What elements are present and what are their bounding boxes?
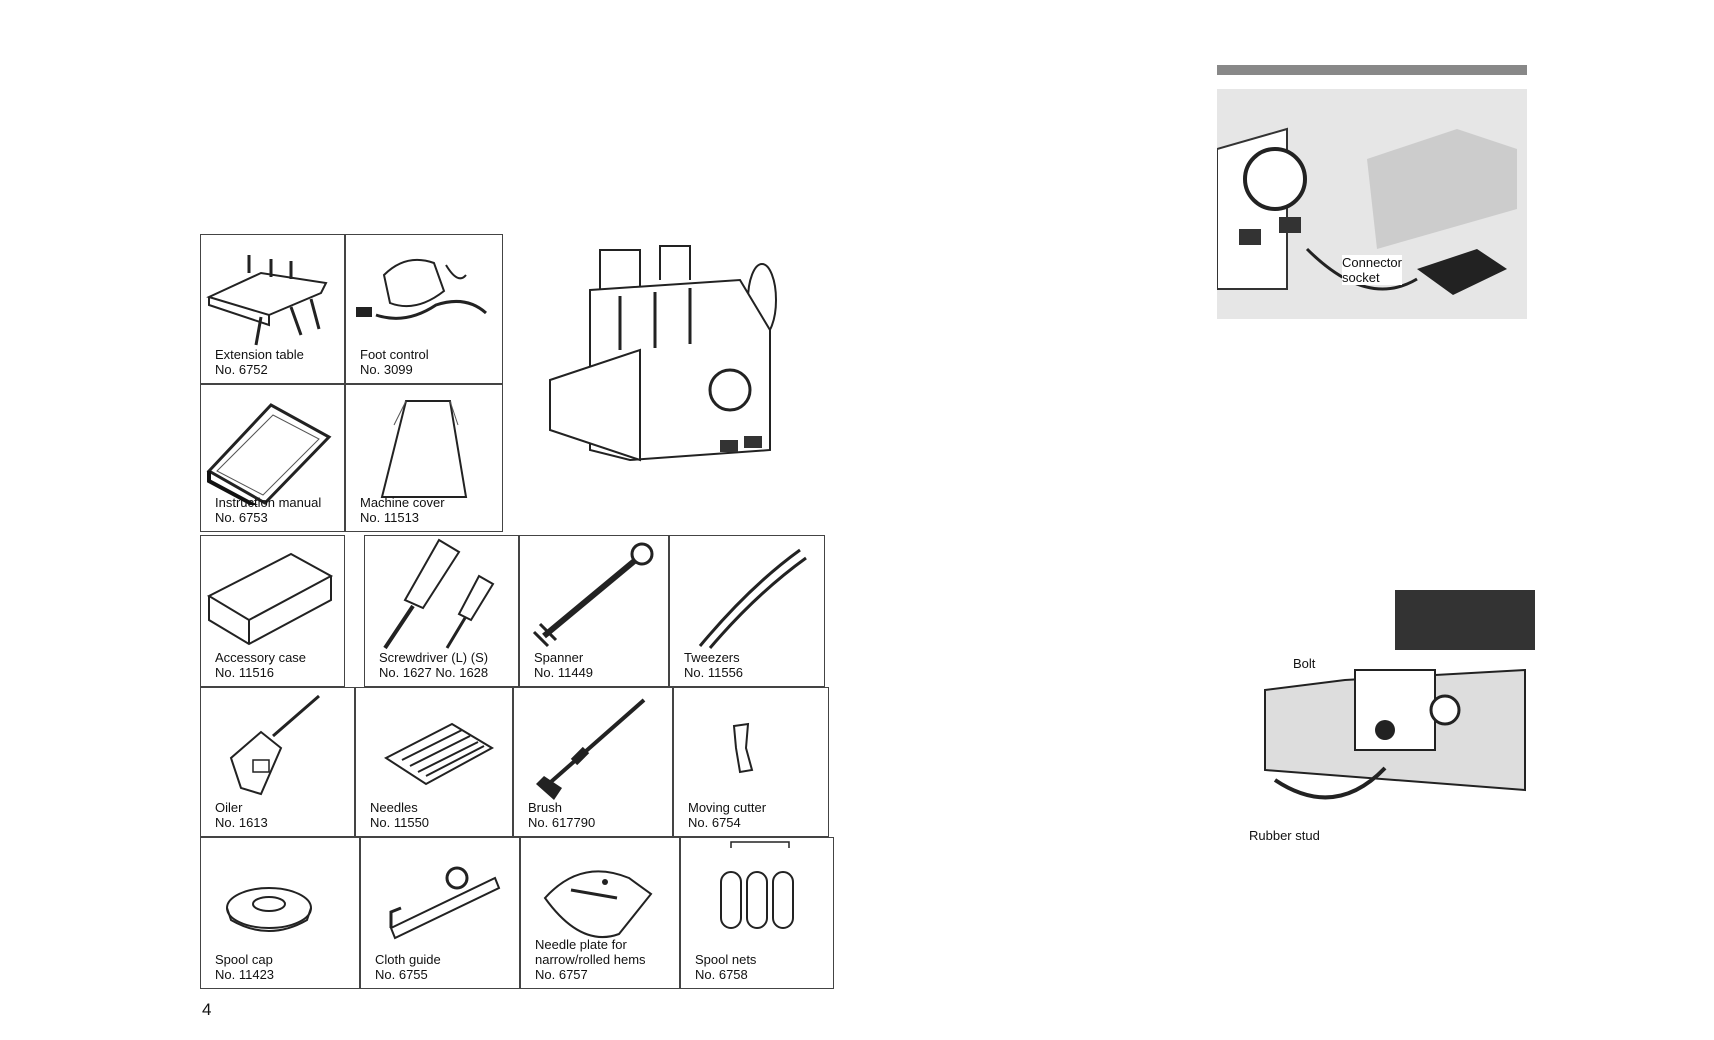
label-cloth-guide: Cloth guide No. 6755 [375, 952, 441, 982]
moving-cutter-icon [732, 722, 754, 774]
spanner-icon [532, 542, 654, 648]
oiler-icon [229, 694, 320, 796]
cell-instruction-manual: Instruction manual No. 6753 [200, 384, 345, 532]
accessory-case-icon [206, 552, 334, 646]
cell-accessory-case: Accessory case No. 11516 [200, 535, 345, 687]
label-needles: Needles No. 11550 [370, 800, 430, 830]
label-instruction-manual: Instruction manual No. 6753 [215, 495, 322, 525]
label-extension-table: Extension table No. 6752 [215, 347, 304, 377]
cloth-guide-icon [389, 866, 501, 940]
spool-cap-icon [226, 887, 312, 932]
label-brush: Brush No. 617790 [528, 800, 596, 830]
label-accessory-case: Accessory case No. 11516 [215, 650, 307, 680]
cell-extension-table: Extension table No. 6752 [200, 234, 345, 384]
cell-brush: Brush No. 617790 [513, 687, 673, 837]
cell-spool-nets: Spool nets No. 6758 [680, 837, 834, 989]
cell-cloth-guide: Cloth guide No. 6755 [360, 837, 520, 989]
label-foot-control: Foot control No. 3099 [360, 347, 429, 377]
tweezers-icon [698, 548, 807, 649]
page-number: 4 [202, 1000, 212, 1019]
foot-control-icon [356, 259, 488, 320]
label-spanner: Spanner No. 11449 [534, 650, 594, 680]
cell-tweezers: Tweezers No. 11556 [669, 535, 825, 687]
label-spool-nets: Spool nets No. 6758 [695, 952, 757, 982]
label-machine-cover: Machine cover No. 11513 [360, 495, 445, 525]
label-needle-plate: Needle plate for narrow/rolled hems No. … [535, 937, 646, 982]
needle-plate-icon [543, 870, 653, 939]
photo-connector-socket: Connector socket [1217, 65, 1527, 345]
cell-needle-plate: Needle plate for narrow/rolled hems No. … [520, 837, 680, 989]
connector-socket-photo [1217, 89, 1527, 319]
instruction-manual-icon [206, 403, 332, 505]
cell-moving-cutter: Moving cutter No. 6754 [673, 687, 829, 837]
photo-bolt-rubber-stud: Bolt Rubber stud [1235, 590, 1535, 850]
cell-oiler: Oiler No. 1613 [200, 687, 355, 837]
cell-spool-cap: Spool cap No. 11423 [200, 837, 360, 989]
machine-cover-icon [380, 400, 468, 498]
label-tweezers: Tweezers No. 11556 [684, 650, 744, 680]
serger-machine-illustration [549, 245, 777, 462]
spool-nets-icon [720, 841, 794, 929]
label-oiler: Oiler No. 1613 [215, 800, 268, 830]
cell-screwdriver: Screwdriver (L) (S) No. 1627 No. 1628 [364, 535, 519, 687]
callout-connector-socket: Connector socket [1342, 255, 1402, 285]
screwdriver-icon [383, 538, 495, 650]
brush-icon [536, 698, 646, 800]
label-spool-cap: Spool cap No. 11423 [215, 952, 275, 982]
callout-rubber-stud: Rubber stud [1249, 828, 1320, 843]
cell-spanner: Spanner No. 11449 [519, 535, 669, 687]
extension-table-icon [206, 255, 328, 346]
label-moving-cutter: Moving cutter No. 6754 [688, 800, 767, 830]
cell-foot-control: Foot control No. 3099 [345, 234, 503, 384]
cell-machine-cover: Machine cover No. 11513 [345, 384, 503, 532]
needles-icon [384, 722, 495, 786]
label-screwdriver: Screwdriver (L) (S) No. 1627 No. 1628 [379, 650, 489, 680]
callout-bolt: Bolt [1293, 656, 1316, 671]
bolt-rubber-stud-photo [1264, 590, 1535, 800]
cell-needles: Needles No. 11550 [355, 687, 513, 837]
